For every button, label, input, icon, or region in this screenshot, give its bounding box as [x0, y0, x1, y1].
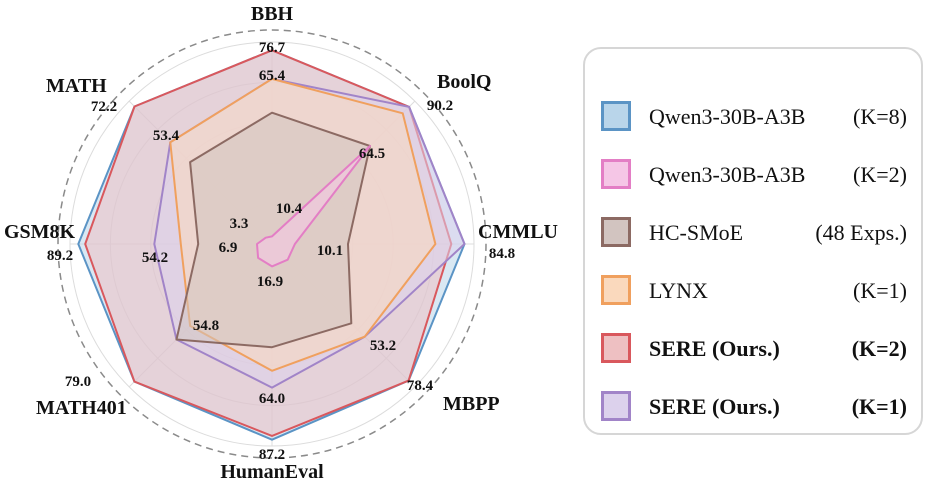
legend-item-qwen-k8: Qwen3-30B-A3B (K=8) [585, 97, 921, 137]
series-polygon-1 [256, 145, 371, 268]
value-label-mid: 53.4 [153, 128, 180, 144]
value-label-outer: 90.2 [427, 98, 453, 114]
value-label-outer: 72.2 [91, 99, 117, 115]
value-label-inner: 10.4 [276, 201, 303, 217]
radar-series [77, 49, 466, 441]
value-label-inner: 6.9 [219, 240, 238, 256]
value-label-outer: 84.8 [489, 246, 515, 262]
outer-dashed-ring [57, 29, 487, 459]
value-label-mid: 54.2 [142, 250, 168, 266]
axis-label-mbpp: MBPP [443, 393, 500, 415]
radar-value-labels: 76.7 90.2 84.8 78.4 87.2 79.0 89.2 72.2 65.4 64.5… [47, 40, 515, 463]
axis-label-cmmlu: CMMLU [478, 221, 558, 243]
legend-item-sere-k2: SERE (Ours.) (K=2) [585, 329, 921, 369]
axis-label-humaneval: HumanEval [220, 461, 324, 483]
value-label-mid: 65.4 [259, 68, 286, 84]
legend-k: (K=2) [851, 336, 907, 361]
legend-label: Qwen3-30B-A3B [649, 104, 806, 129]
value-label-outer: 89.2 [47, 248, 73, 264]
legend: Qwen3-30B-A3B (K=8) Qwen3-30B-A3B (K=2) … [583, 47, 923, 435]
axis-label-math401: MATH401 [36, 397, 127, 419]
series-polygon-2 [175, 111, 371, 349]
legend-label: LYNX [649, 278, 708, 303]
legend-item-lynx: LYNX (K=1) [585, 271, 921, 311]
value-label-outer: 78.4 [407, 378, 434, 394]
legend-swatch-qwen-k8 [601, 101, 631, 131]
value-label-outer: 87.2 [259, 447, 285, 463]
legend-item-qwen-k2: Qwen3-30B-A3B (K=2) [585, 155, 921, 195]
axis-label-bbh: BBH [251, 3, 294, 25]
legend-label: HC-SMoE [649, 220, 744, 245]
value-label-outer: 79.0 [65, 374, 91, 390]
radar-chart: BBH BoolQ CMMLU MBPP HumanEval MATH401 GSM8K MA… [4, 3, 558, 483]
value-label-inner: 10.1 [317, 243, 343, 259]
legend-label: SERE (Ours.) [649, 336, 780, 361]
legend-swatch-sere-k2 [601, 333, 631, 363]
value-label-mid: 53.2 [370, 338, 396, 354]
legend-k: (K=1) [853, 278, 907, 303]
value-label-mid: 64.0 [259, 391, 285, 407]
value-label-inner: 16.9 [257, 274, 283, 290]
value-label-mid: 54.8 [193, 318, 219, 334]
legend-swatch-sere-k1 [601, 391, 631, 421]
axis-label-math: MATH [46, 75, 107, 97]
axis-label-boolq: BoolQ [437, 71, 491, 93]
axis-label-gsm8k: GSM8K [4, 221, 76, 243]
legend-label: SERE (Ours.) [649, 394, 780, 419]
legend-swatch-hc-smoe [601, 217, 631, 247]
legend-swatch-qwen-k2 [601, 159, 631, 189]
legend-swatch-lynx [601, 275, 631, 305]
legend-k: (K=2) [853, 162, 907, 187]
value-label-inner: 3.3 [230, 216, 249, 232]
value-label-outer: 76.7 [259, 40, 286, 56]
legend-item-sere-k1: SERE (Ours.) (K=1) [585, 387, 921, 427]
legend-item-hc-smoe: HC-SMoE (48 Exps.) [585, 213, 921, 253]
legend-k: (48 Exps.) [815, 220, 907, 245]
legend-k: (K=1) [851, 394, 907, 419]
radar-axis-labels: BBH BoolQ CMMLU MBPP HumanEval MATH401 GSM8K MA… [4, 3, 558, 483]
legend-label: Qwen3-30B-A3B [649, 162, 806, 187]
legend-k: (K=8) [853, 104, 907, 129]
value-label-mid: 64.5 [359, 146, 385, 162]
